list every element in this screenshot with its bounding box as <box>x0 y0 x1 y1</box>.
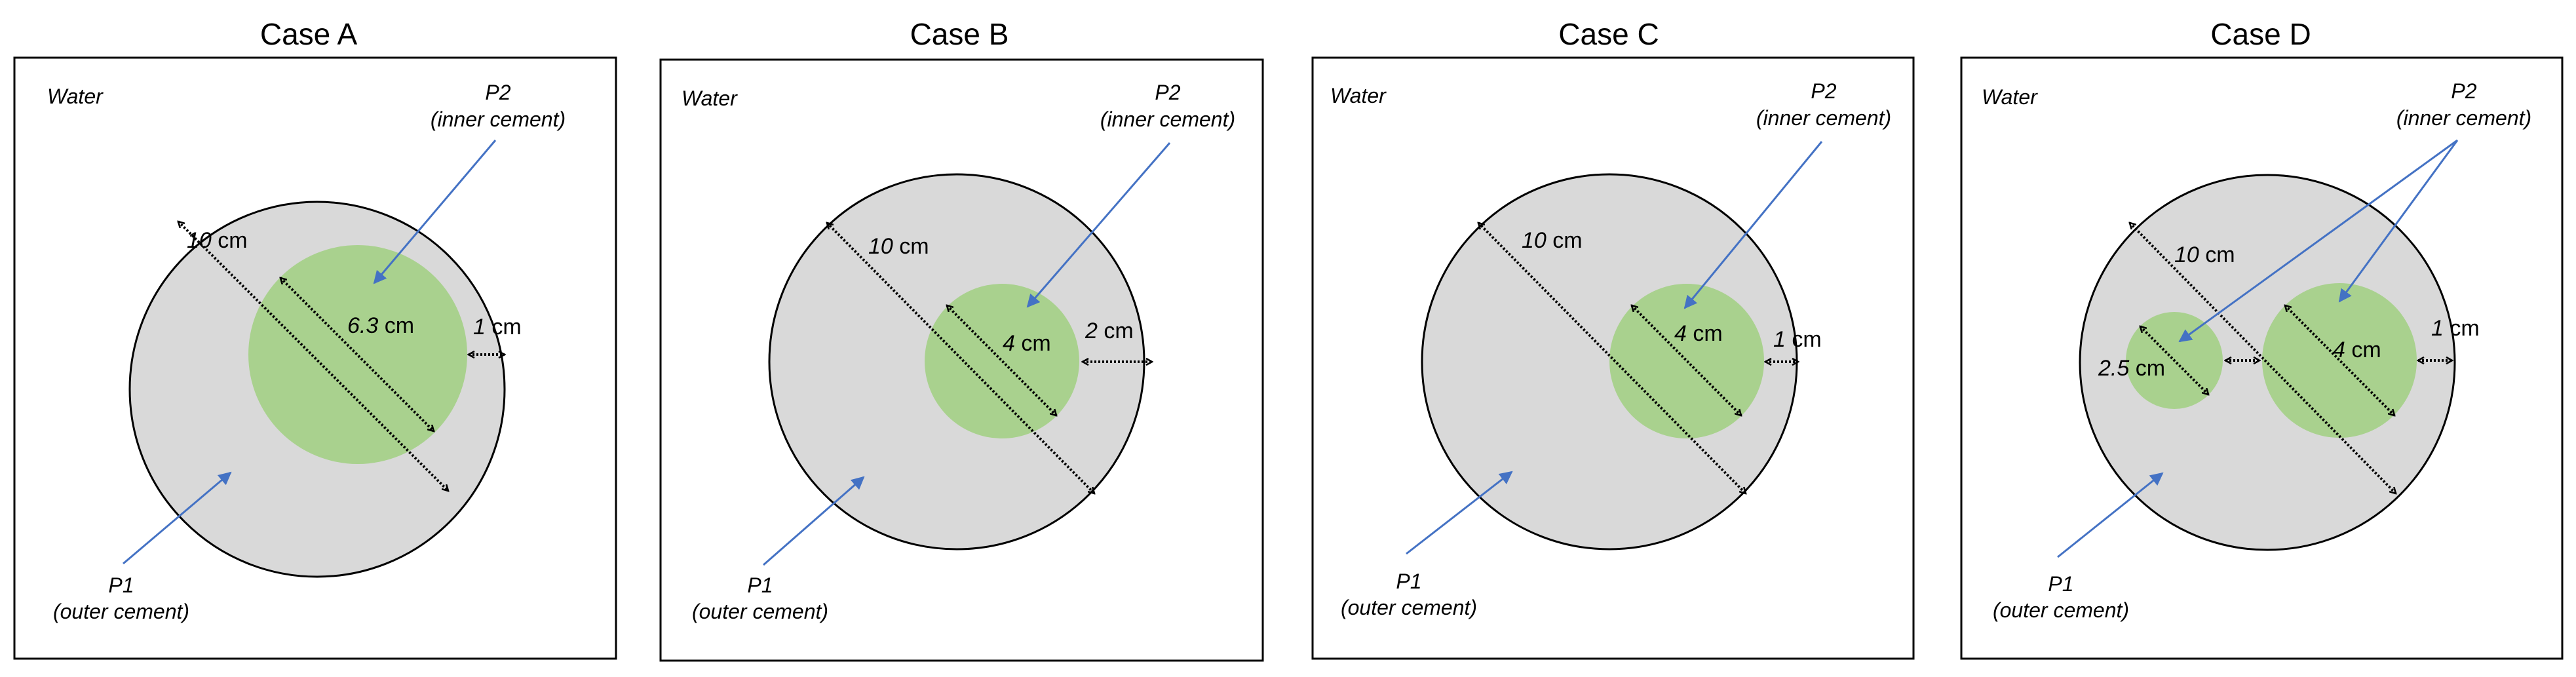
p2-sublabel: (inner cement) <box>1100 107 1235 131</box>
p1-sublabel: (outer cement) <box>1993 598 2129 622</box>
panel-frame <box>1960 56 2564 660</box>
panel-frame <box>1311 56 1915 660</box>
dim-inner-label: 4 cm <box>1674 321 1723 346</box>
dim-gap-label: 2 cm <box>1085 319 1134 343</box>
panel-case-a: Case A Water 10 cm 6.3 cm 1 cm P2 (inner… <box>13 17 617 660</box>
panel-case-c: Case C Water 10 cm 4 cm 1 cm P2 (inner c… <box>1311 17 1915 660</box>
p1-sublabel: (outer cement) <box>692 600 828 623</box>
p2-arrow-small <box>2178 139 2458 343</box>
water-label: Water <box>1330 84 1387 107</box>
p2-label: P2 <box>1155 81 1180 104</box>
p1-arrow <box>1406 471 1513 555</box>
p1-label: P1 <box>1396 570 1421 593</box>
p2-label: P2 <box>2451 79 2476 103</box>
panel-case-d: Case D Water 10 cm 4 cm 1 cm 2.5 cm P2 (… <box>1960 17 2564 660</box>
p2-label: P2 <box>1811 79 1836 103</box>
dim-inner-label: 4 cm <box>1003 331 1051 356</box>
water-label: Water <box>47 85 104 108</box>
diameter-small-inner-dimension <box>2140 326 2208 395</box>
dim-gap-label: 1 cm <box>2431 316 2480 341</box>
p2-sublabel: (inner cement) <box>2396 106 2531 130</box>
p2-arrow-large <box>2338 140 2459 303</box>
diameter-10cm-dimension <box>1478 223 1746 493</box>
water-label: Water <box>1982 85 2038 109</box>
p2-arrow <box>1026 142 1171 308</box>
p2-sublabel: (inner cement) <box>431 107 566 131</box>
dim-inner-small-label: 2.5 cm <box>2098 356 2165 381</box>
panel-frame <box>659 58 1264 662</box>
p1-arrow <box>763 476 865 566</box>
p2-arrow <box>373 140 497 284</box>
p2-arrow <box>1683 141 1823 309</box>
p1-arrow <box>2057 472 2164 558</box>
p2-label: P2 <box>485 81 510 104</box>
diameter-10cm-dimension <box>2130 223 2396 493</box>
dim-outer-label: 10 cm <box>2174 242 2235 267</box>
case-title: Case A <box>260 17 358 51</box>
p1-label: P1 <box>2048 572 2073 596</box>
panel-case-b: Case B Water 10 cm 4 cm 2 cm P2 (inner c… <box>659 17 1264 662</box>
case-title: Case D <box>2210 17 2311 51</box>
dim-outer-label: 10 cm <box>1522 228 1583 253</box>
p1-label: P1 <box>747 573 773 597</box>
water-label: Water <box>682 87 738 110</box>
diameter-inner-dimension <box>280 278 434 431</box>
panel-frame <box>13 56 617 660</box>
p1-sublabel: (outer cement) <box>1341 596 1477 619</box>
p1-label: P1 <box>108 573 134 597</box>
case-title: Case B <box>910 17 1009 51</box>
dim-gap-label: 1 cm <box>473 315 522 339</box>
dim-inner-label: 6.3 cm <box>347 313 414 338</box>
case-title: Case C <box>1558 17 1659 51</box>
dim-outer-label: 10 cm <box>187 228 248 253</box>
p1-sublabel: (outer cement) <box>53 600 189 623</box>
p1-arrow <box>123 471 232 565</box>
dim-outer-label: 10 cm <box>868 234 929 259</box>
dim-inner-large-label: 4 cm <box>2333 338 2381 362</box>
p2-sublabel: (inner cement) <box>1756 106 1891 130</box>
dim-gap-label: 1 cm <box>1773 327 1822 352</box>
